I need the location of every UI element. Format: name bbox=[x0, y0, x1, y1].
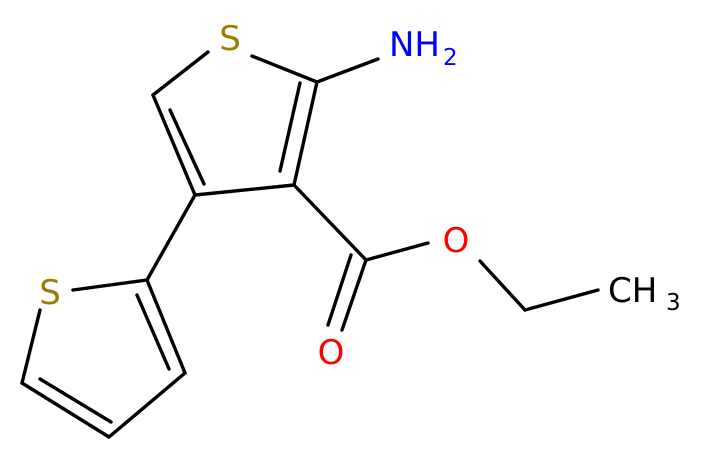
bond-ccarbonyl-ocarbonyl-a bbox=[340, 258, 368, 332]
bond-c2prime-s bbox=[71, 278, 149, 292]
bond-c3-ccarbonyl bbox=[292, 183, 368, 262]
bond-c5prime-c4prime-inner bbox=[38, 377, 113, 424]
atom-labels: S NH 2 S O O CH 3 bbox=[39, 19, 680, 373]
carbonyl-oxygen-label: O bbox=[318, 333, 345, 373]
methyl-subscript: 3 bbox=[666, 290, 681, 316]
bond-ch2-ch3 bbox=[523, 288, 600, 312]
sulfur-label-ring-1: S bbox=[219, 19, 241, 59]
bond-c3-c2 bbox=[292, 80, 319, 187]
bond-c3prime-c2prime bbox=[145, 278, 187, 375]
bond-c3-c2-inner bbox=[278, 81, 302, 173]
bond-s-c5prime bbox=[20, 308, 42, 385]
bond-c4-c2prime bbox=[145, 193, 197, 282]
amino-subscript: 2 bbox=[443, 45, 458, 71]
bond-ccarbonyl-oester bbox=[364, 241, 430, 262]
bond-c4-c3 bbox=[193, 183, 296, 197]
bond-s1-c5 bbox=[151, 50, 210, 97]
methyl-label: CH bbox=[608, 271, 657, 311]
bond-c4prime-c3prime bbox=[107, 371, 187, 439]
bond-c5-c4-inner bbox=[168, 108, 206, 186]
amino-label: NH bbox=[389, 25, 440, 65]
bond-ccarbonyl-ocarbonyl-b bbox=[326, 253, 353, 327]
bond-c2-n bbox=[315, 57, 380, 84]
bond-c2-s1 bbox=[250, 54, 319, 84]
bond-c3prime-c2prime-inner bbox=[135, 293, 171, 371]
bond-c5-c4 bbox=[151, 93, 197, 197]
bond-oester-ch2 bbox=[478, 259, 527, 312]
ester-oxygen-label: O bbox=[443, 221, 470, 261]
sulfur-label-ring-2: S bbox=[39, 273, 61, 313]
bond-c5prime-c4prime bbox=[20, 381, 111, 439]
bonds bbox=[20, 50, 600, 439]
